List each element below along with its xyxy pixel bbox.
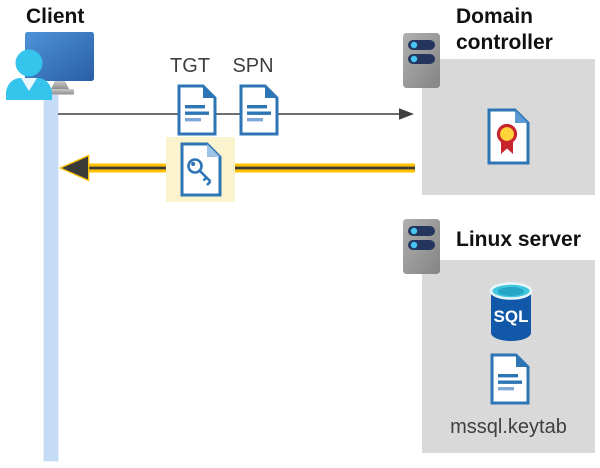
- client-title: Client: [26, 5, 85, 28]
- right-arrow: [58, 108, 414, 120]
- linux-server-icon: [403, 219, 440, 274]
- key-document-icon: [180, 142, 222, 197]
- monitor-icon: [25, 32, 94, 95]
- dc-server-icon: [403, 33, 440, 88]
- certificate-icon: [487, 108, 530, 165]
- keytab-document-icon: [490, 353, 530, 405]
- spn-label: SPN: [232, 55, 274, 77]
- sql-database-icon: SQL: [489, 282, 533, 341]
- domain-controller-title: Domain controller: [456, 5, 553, 54]
- tgt-label: TGT: [170, 55, 210, 77]
- keytab-filename: mssql.keytab: [450, 416, 567, 438]
- rosette-seal: [496, 123, 518, 154]
- person-icon: [6, 49, 52, 100]
- sql-label: SQL: [494, 307, 529, 326]
- spn-document-icon: [239, 84, 279, 136]
- client-computer-icon: [6, 32, 94, 100]
- tgt-document-icon: [177, 84, 217, 136]
- linux-server-title: Linux server: [456, 228, 581, 251]
- key-glyph: [187, 158, 212, 186]
- left-arrow: [58, 154, 415, 182]
